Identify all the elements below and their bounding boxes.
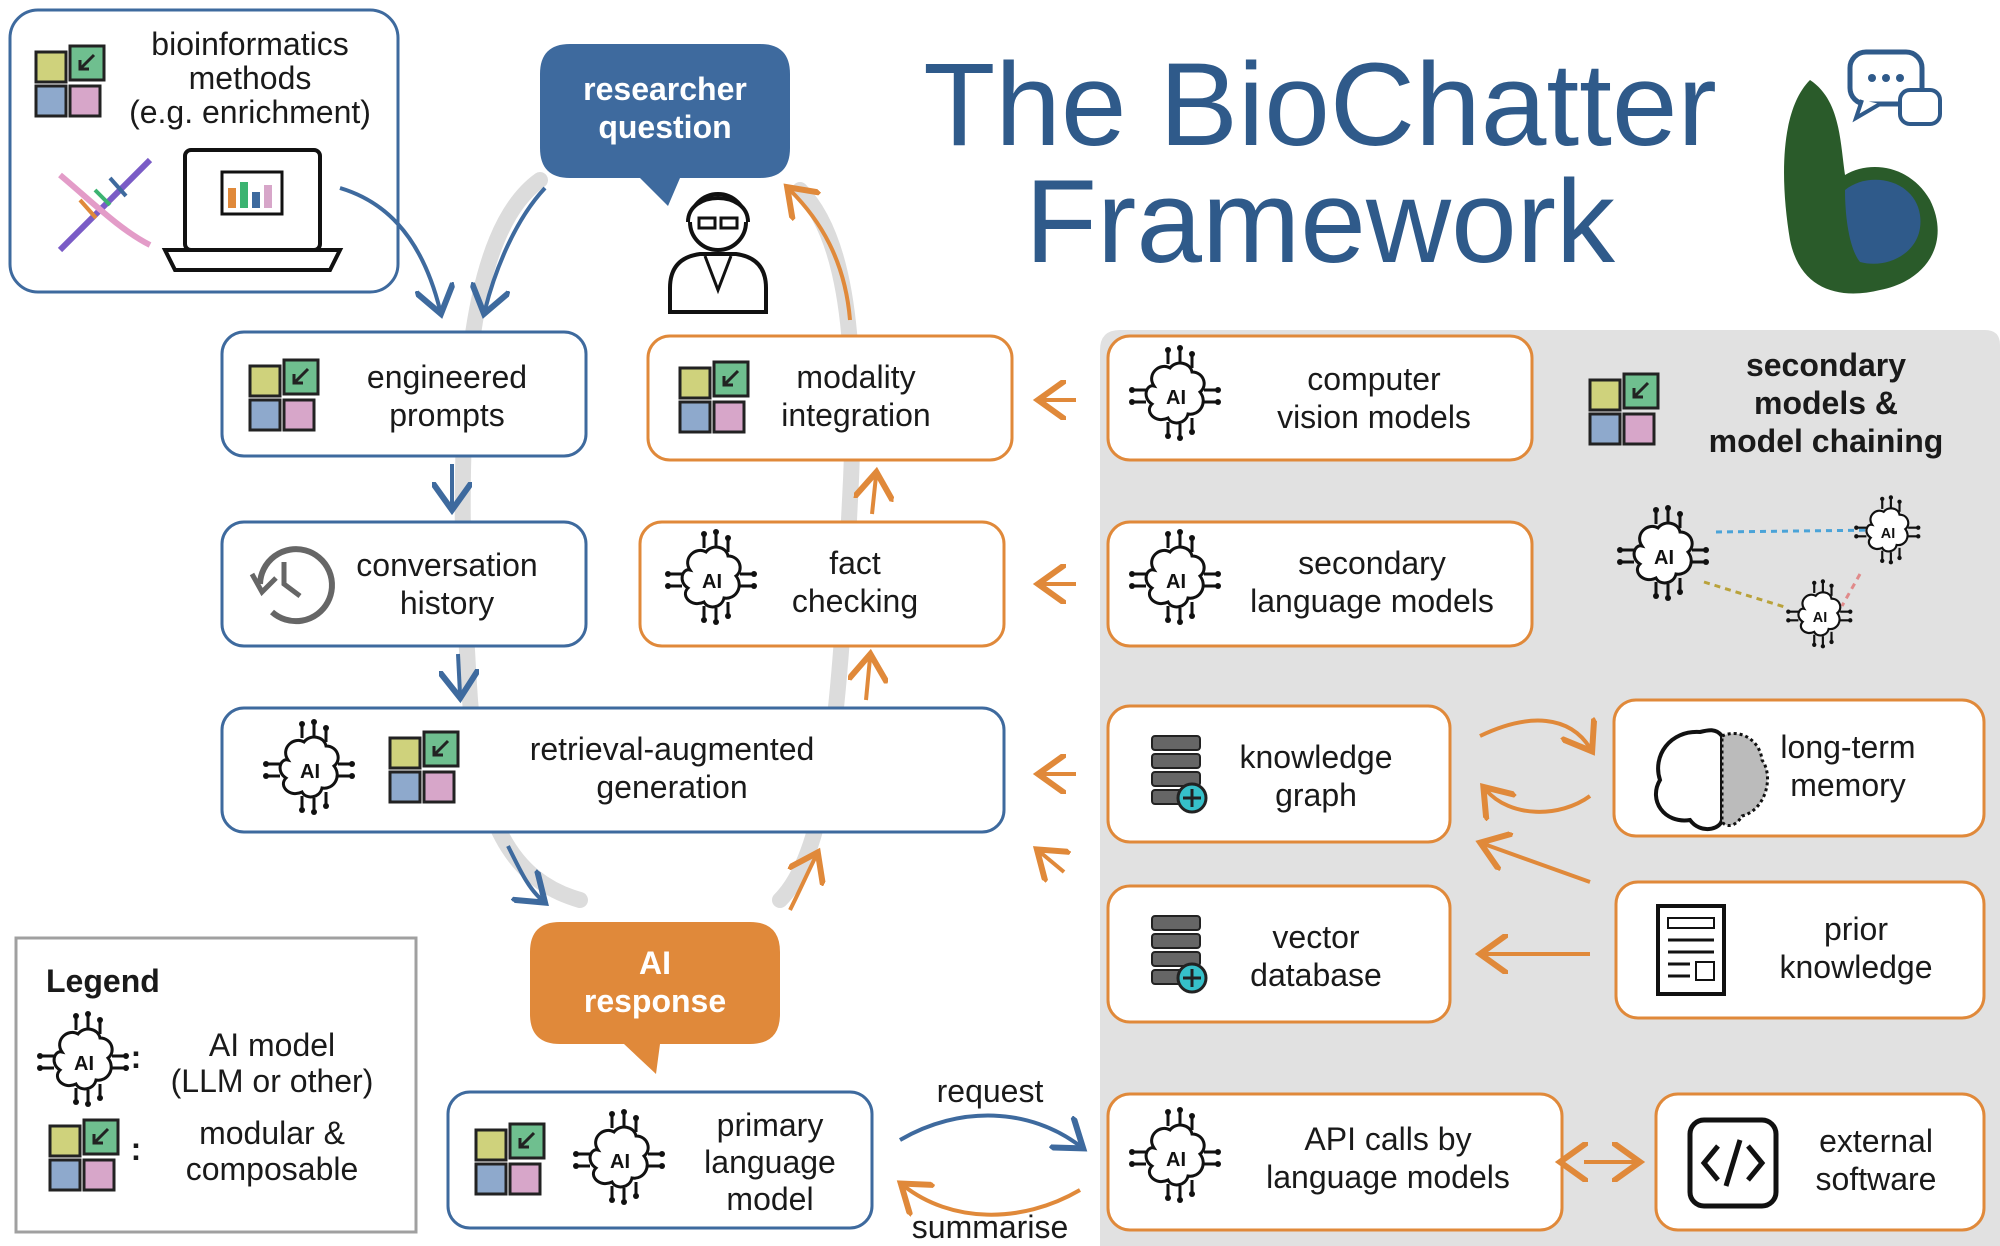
svg-text:question: question xyxy=(598,109,731,145)
svg-text:researcher: researcher xyxy=(583,71,747,107)
svg-text:response: response xyxy=(584,983,726,1019)
api-calls-box: API calls by language models xyxy=(1106,1092,1564,1232)
database-icon xyxy=(1150,734,1208,814)
legend: Legend : AI model (LLM or other) : modul… xyxy=(14,936,418,1234)
blue-flow-arrows xyxy=(339,186,1080,1146)
svg-text:modality: modality xyxy=(796,359,915,395)
fact-checking-box: fact checking xyxy=(638,520,1006,648)
model-chaining-network xyxy=(1615,494,1922,650)
researcher-icon xyxy=(668,192,768,314)
dna-icon xyxy=(57,157,153,253)
svg-text:memory: memory xyxy=(1790,767,1906,803)
svg-text:fact: fact xyxy=(829,545,881,581)
modular-icon xyxy=(388,730,460,804)
svg-text:graph: graph xyxy=(1275,777,1357,813)
svg-text:knowledge: knowledge xyxy=(1780,949,1933,985)
engineered-prompts-box: engineered prompts xyxy=(220,330,588,458)
laptop-chart-icon xyxy=(161,148,344,272)
svg-text:vision models: vision models xyxy=(1277,399,1471,435)
code-icon xyxy=(1687,1117,1779,1209)
svg-text:(LLM or other): (LLM or other) xyxy=(171,1063,374,1099)
modality-integration-box: modality integration xyxy=(646,334,1014,462)
biochatter-logo xyxy=(1784,49,1942,294)
svg-text:model chaining: model chaining xyxy=(1709,423,1944,459)
svg-text:secondary: secondary xyxy=(1298,545,1446,581)
knowledge-graph-box: knowledge graph xyxy=(1106,704,1452,844)
researcher-question-bubble: researcher question xyxy=(540,44,790,206)
svg-text:AI model: AI model xyxy=(209,1027,335,1063)
svg-text:external: external xyxy=(1819,1123,1933,1159)
legend-colon: : xyxy=(131,1131,142,1167)
orange-flow-arrows xyxy=(790,190,1636,1217)
bioinformatics-methods-box: bioinformatics methods (e.g. enrichment) xyxy=(8,8,400,294)
retrieval-augmented-generation-box: retrieval-augmented generation xyxy=(220,706,1006,834)
request-label: request xyxy=(937,1073,1044,1109)
svg-text:models &: models & xyxy=(1754,385,1898,421)
modular-icon xyxy=(34,44,106,118)
modular-icon xyxy=(48,1118,120,1192)
svg-text:API calls by: API calls by xyxy=(1304,1121,1471,1157)
svg-text:composable: composable xyxy=(186,1151,359,1187)
svg-text:conversation: conversation xyxy=(356,547,537,583)
brain-icon xyxy=(1653,728,1769,831)
summarise-label: summarise xyxy=(912,1209,1068,1245)
ai-response-bubble: AI response xyxy=(530,922,780,1074)
svg-text:computer: computer xyxy=(1307,361,1441,397)
svg-text:knowledge: knowledge xyxy=(1240,739,1393,775)
svg-text:(e.g. enrichment): (e.g. enrichment) xyxy=(129,94,371,130)
modular-icon xyxy=(678,360,750,434)
prior-knowledge-box: prior knowledge xyxy=(1614,880,1986,1020)
svg-text:secondary: secondary xyxy=(1746,347,1906,383)
vector-database-box: vector database xyxy=(1106,884,1452,1024)
computer-vision-models-box: computer vision models xyxy=(1106,334,1534,462)
svg-text:engineered: engineered xyxy=(367,359,527,395)
title-line-1: The BioChatter xyxy=(923,39,1717,171)
svg-text:checking: checking xyxy=(792,583,918,619)
modular-icon xyxy=(1588,372,1660,446)
primary-language-model-box: primary language model xyxy=(446,1090,874,1230)
svg-text:modular &: modular & xyxy=(199,1115,345,1151)
svg-text:model: model xyxy=(726,1181,813,1217)
secondary-models-header: secondary models & model chaining xyxy=(1588,347,1944,459)
svg-text:long-term: long-term xyxy=(1780,729,1915,765)
document-icon xyxy=(1656,904,1726,996)
svg-text:bioinformatics: bioinformatics xyxy=(151,26,348,62)
modular-icon xyxy=(474,1122,546,1196)
svg-text:retrieval-augmented: retrieval-augmented xyxy=(530,731,815,767)
svg-text:generation: generation xyxy=(596,769,747,805)
svg-text:primary: primary xyxy=(717,1107,824,1143)
history-icon xyxy=(249,546,335,625)
conversation-history-box: conversation history xyxy=(220,520,588,648)
modular-icon xyxy=(248,358,320,432)
legend-colon: : xyxy=(131,1039,142,1075)
svg-text:language models: language models xyxy=(1266,1159,1510,1195)
external-software-box: external software xyxy=(1654,1092,1986,1232)
svg-text:prompts: prompts xyxy=(389,397,505,433)
svg-text:history: history xyxy=(400,585,494,621)
svg-text:database: database xyxy=(1250,957,1382,993)
svg-text:language: language xyxy=(704,1144,836,1180)
svg-text:software: software xyxy=(1816,1161,1937,1197)
svg-text:integration: integration xyxy=(781,397,930,433)
database-icon xyxy=(1150,914,1208,994)
svg-text:AI: AI xyxy=(639,945,671,981)
svg-text:prior: prior xyxy=(1824,911,1888,947)
svg-text:language models: language models xyxy=(1250,583,1494,619)
long-term-memory-box: long-term memory xyxy=(1612,698,1986,838)
title-line-2: Framework xyxy=(1025,156,1616,288)
secondary-language-models-box: secondary language models xyxy=(1106,520,1534,648)
legend-title: Legend xyxy=(46,963,160,999)
svg-text:methods: methods xyxy=(189,60,312,96)
svg-text:vector: vector xyxy=(1272,919,1359,955)
